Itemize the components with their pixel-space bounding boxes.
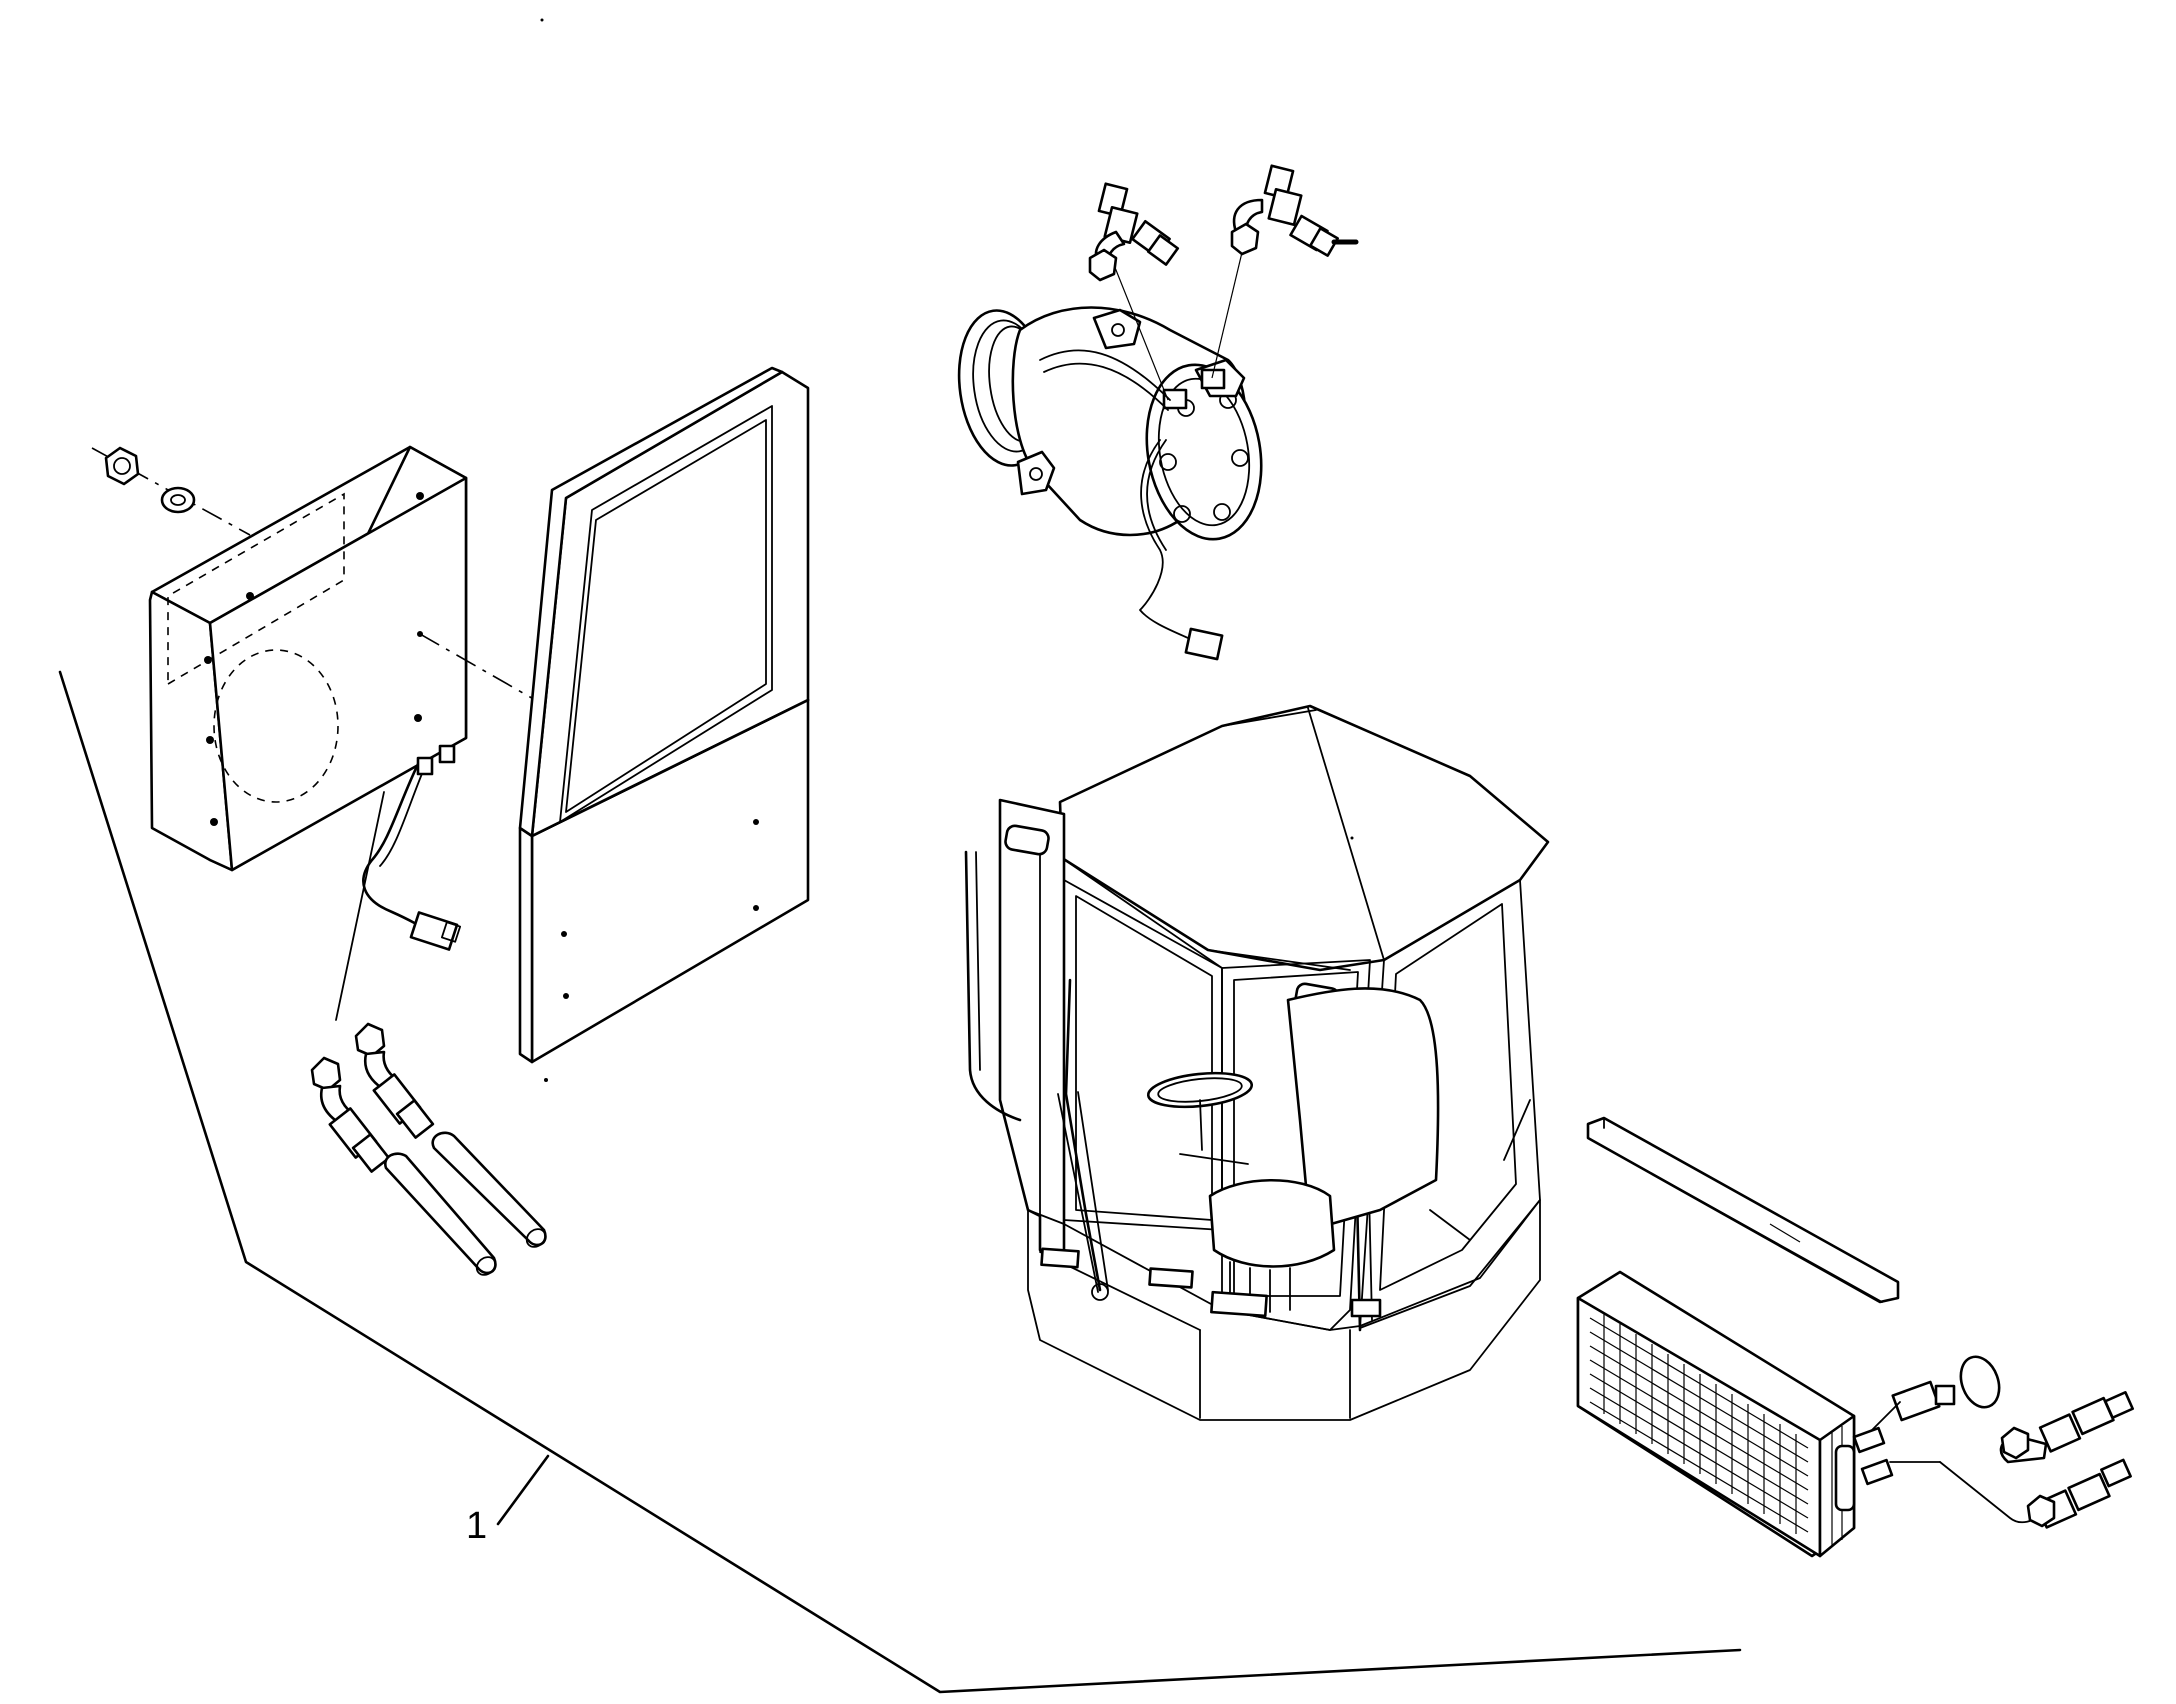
hose-tubes[interactable] [384,1131,549,1279]
nut-and-washer[interactable] [91,446,251,536]
operator-cab[interactable] [964,704,1550,1421]
condenser-core[interactable] [1576,1270,1856,1558]
cab-door[interactable] [419,366,810,1082]
evaporator-housing[interactable] [148,445,468,951]
condenser-bar[interactable] [1586,1116,1900,1304]
assembly-bracket-line [58,670,1742,1694]
hose-fittings-left[interactable] [310,791,435,1173]
callout-1-label[interactable]: 1 [466,1505,487,1547]
stray-marks [540,18,1354,840]
drier-fittings-right[interactable] [1852,1351,2135,1529]
ac-compressor[interactable] [950,239,1275,661]
service-valves[interactable] [1088,164,1359,282]
